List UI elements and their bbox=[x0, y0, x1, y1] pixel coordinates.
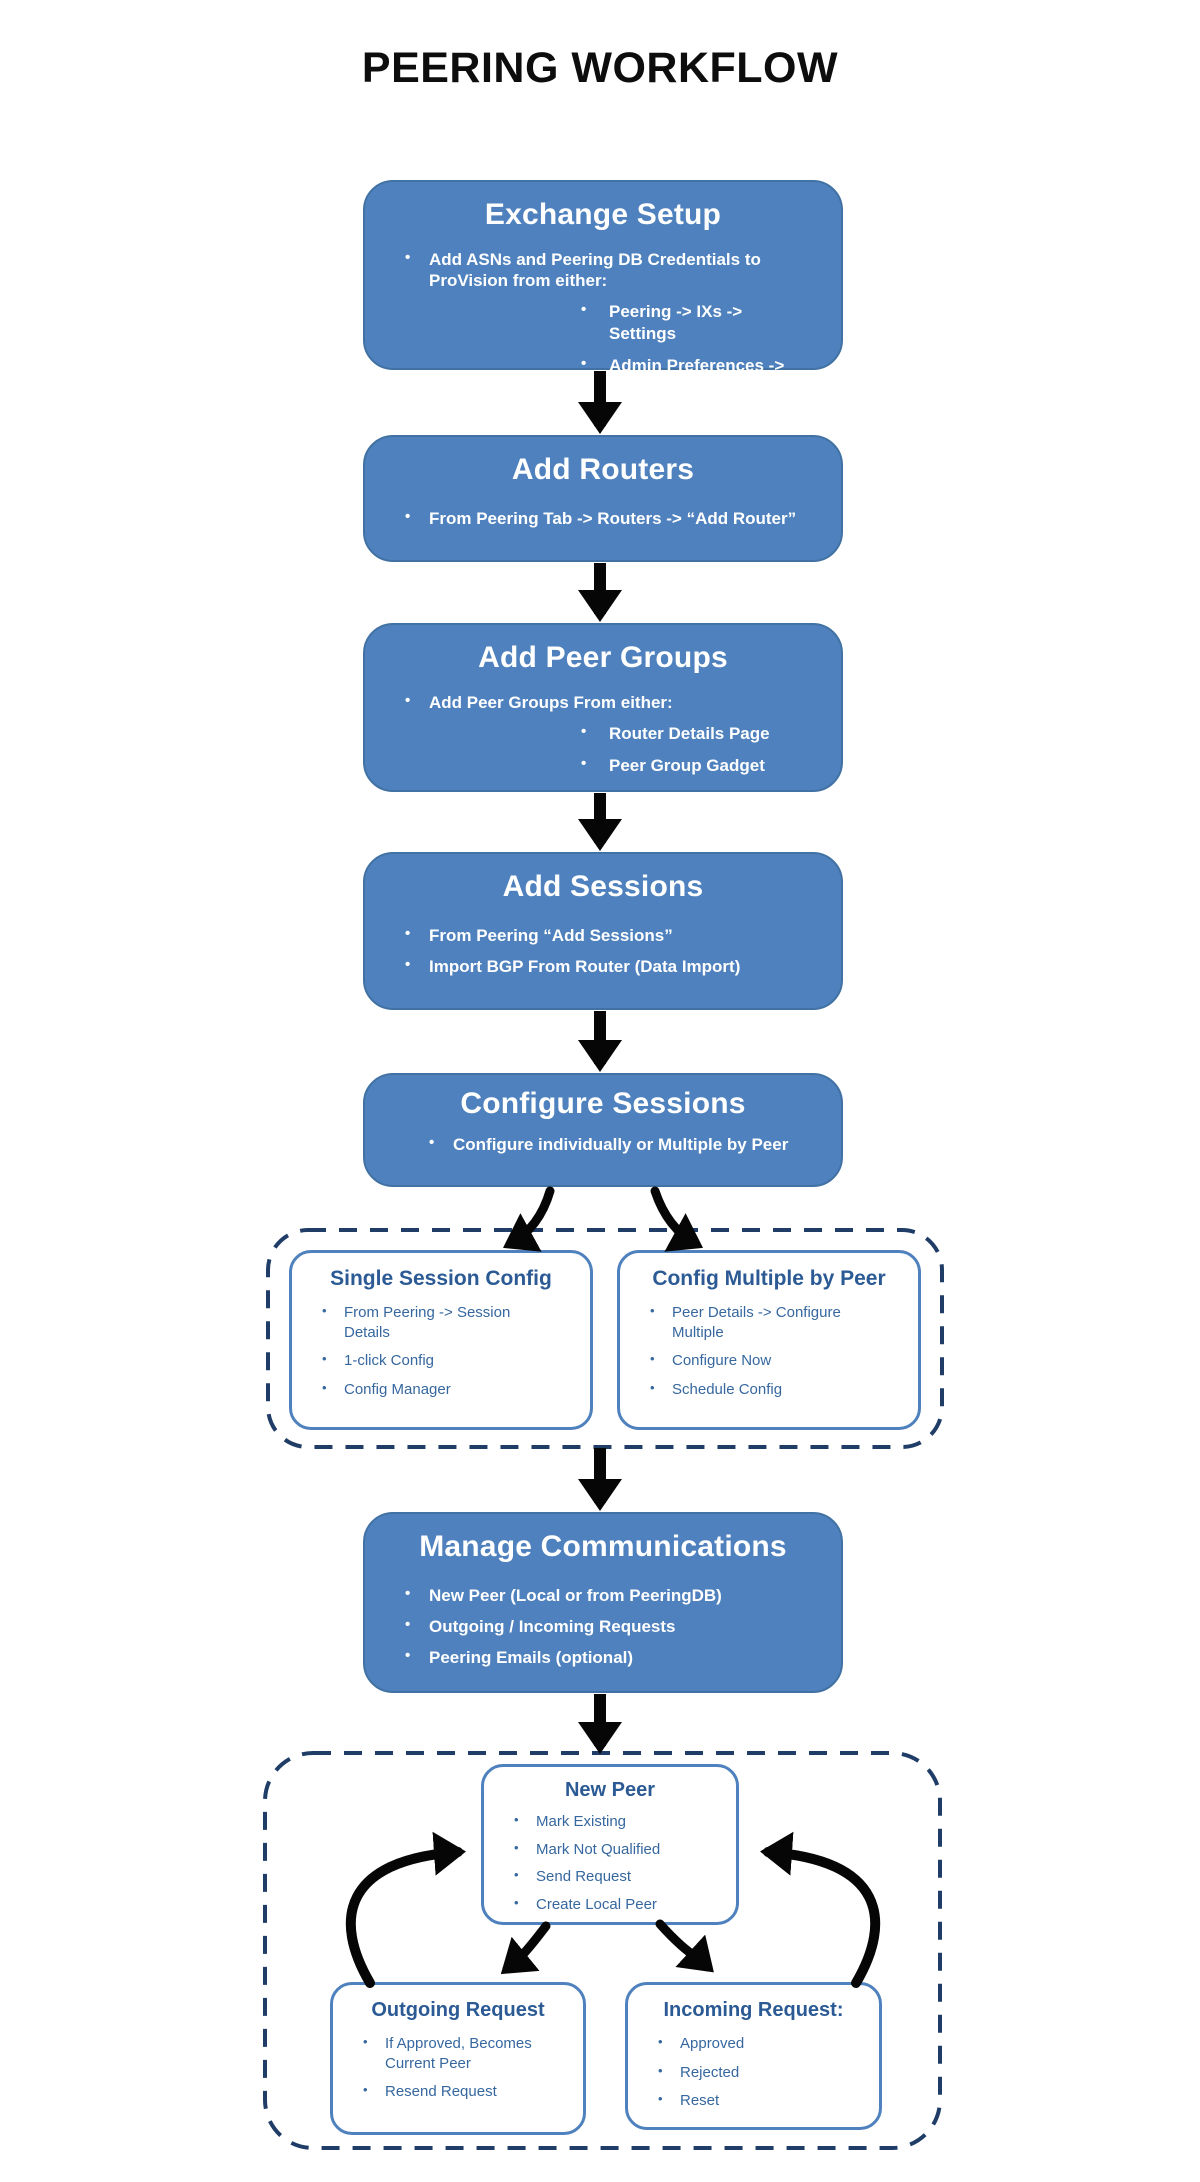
bullet-item: Outgoing / Incoming Requests bbox=[403, 1616, 813, 1637]
bullet-list: Mark Existing Mark Not Qualified Send Re… bbox=[484, 1812, 736, 1914]
flow-box-add-peer-groups: Add Peer Groups Add Peer Groups From eit… bbox=[363, 623, 843, 792]
box-title: Outgoing Request bbox=[371, 1999, 545, 2021]
sub-box-outgoing-request: Outgoing Request If Approved, Becomes Cu… bbox=[330, 1982, 586, 2135]
bullet-item: Configure Now bbox=[650, 1351, 906, 1371]
sub-bullet-item: Peering -> IXs -> Settings bbox=[579, 301, 813, 344]
arrow-new-peer-to-incoming-request bbox=[655, 1919, 714, 1973]
bullet-item: New Peer (Local or from PeeringDB) bbox=[403, 1585, 813, 1606]
bullet-list: Approved Rejected Reset bbox=[628, 2034, 879, 2111]
box-title: Incoming Request: bbox=[663, 1999, 844, 2021]
sub-box-config-multiple-by-peer: Config Multiple by Peer Peer Details -> … bbox=[617, 1250, 921, 1430]
bullet-item: If Approved, Becomes Current Peer bbox=[363, 2034, 571, 2073]
bullet-list: Add ASNs and Peering DB Credentials to P… bbox=[365, 249, 841, 398]
bullet-item: From Peering -> Session Details bbox=[322, 1303, 540, 1342]
bullet-list: Peer Details -> Configure Multiple Confi… bbox=[620, 1303, 918, 1399]
bullet-item: Configure individually or Multiple by Pe… bbox=[427, 1134, 813, 1155]
flow-box-manage-communications: Manage Communications New Peer (Local or… bbox=[363, 1512, 843, 1693]
bullet-item: Add ASNs and Peering DB Credentials to P… bbox=[429, 249, 761, 290]
bullet-list: From Peering “Add Sessions” Import BGP F… bbox=[365, 925, 841, 978]
flow-box-exchange-setup: Exchange Setup Add ASNs and Peering DB C… bbox=[363, 180, 843, 396]
bullet-item: From Peering Tab -> Routers -> “Add Rout… bbox=[403, 508, 813, 529]
box-title: Add Routers bbox=[511, 453, 695, 486]
sub-bullet-list: Peering -> IXs -> Settings Admin Prefere… bbox=[579, 301, 813, 397]
bullet-item: Schedule Config bbox=[650, 1380, 906, 1400]
box-title: Manage Communications bbox=[419, 1530, 787, 1563]
bullet-list: Configure individually or Multiple by Pe… bbox=[365, 1134, 841, 1155]
box-title: Exchange Setup bbox=[484, 198, 722, 231]
box-title: Config Multiple by Peer bbox=[652, 1267, 886, 1290]
arrow-new-peer-to-outgoing-request bbox=[500, 1921, 551, 1975]
bullet-item: Create Local Peer bbox=[514, 1895, 724, 1915]
sub-bullet-item: Peer Group Gadget bbox=[579, 755, 813, 776]
arrow-outgoing-request-to-new-peer bbox=[345, 1831, 466, 1988]
sub-box-incoming-request: Incoming Request: Approved Rejected Rese… bbox=[625, 1982, 882, 2130]
flow-box-configure-sessions: Configure Sessions Configure individuall… bbox=[363, 1073, 843, 1187]
bullet-item: Rejected bbox=[658, 2063, 867, 2083]
bullet-item: Mark Not Qualified bbox=[514, 1840, 724, 1860]
arrow-configure-sessions-to-single-session-config bbox=[502, 1186, 555, 1252]
sub-box-new-peer: New Peer Mark Existing Mark Not Qualifie… bbox=[481, 1764, 739, 1925]
bullet-list: If Approved, Becomes Current Peer Resend… bbox=[333, 2034, 583, 2102]
bullet-list: From Peering Tab -> Routers -> “Add Rout… bbox=[365, 508, 841, 529]
bullet-item: From Peering “Add Sessions” bbox=[403, 925, 813, 946]
sub-box-single-session-config: Single Session Config From Peering -> Se… bbox=[289, 1250, 593, 1430]
box-title: Add Sessions bbox=[502, 870, 704, 903]
flow-box-add-sessions: Add Sessions From Peering “Add Sessions”… bbox=[363, 852, 843, 1010]
bullet-item: Add Peer Groups From either: bbox=[429, 692, 673, 712]
bullet-item: Import BGP From Router (Data Import) bbox=[403, 956, 813, 977]
bullet-item: Send Request bbox=[514, 1867, 724, 1887]
bullet-item: Config Manager bbox=[322, 1380, 578, 1400]
sub-bullet-list: Router Details Page Peer Group Gadget bbox=[579, 723, 813, 777]
bullet-list: New Peer (Local or from PeeringDB) Outgo… bbox=[365, 1585, 841, 1669]
bullet-item: Resend Request bbox=[363, 2082, 571, 2102]
flow-box-add-routers: Add Routers From Peering Tab -> Routers … bbox=[363, 435, 843, 562]
box-title: New Peer bbox=[564, 1779, 656, 1801]
bullet-item: 1-click Config bbox=[322, 1351, 578, 1371]
box-title: Configure Sessions bbox=[460, 1087, 746, 1120]
sub-bullet-item: Admin Preferences -> Peering bbox=[579, 355, 813, 398]
sub-bullet-item: Router Details Page bbox=[579, 723, 813, 744]
bullet-item: Reset bbox=[658, 2091, 867, 2111]
page-title: PEERING WORKFLOW bbox=[361, 44, 839, 92]
bullet-item: Peer Details -> Configure Multiple bbox=[650, 1303, 868, 1342]
bullet-list: From Peering -> Session Details 1-click … bbox=[292, 1303, 590, 1399]
bullet-item: Approved bbox=[658, 2034, 867, 2054]
arrow-configure-sessions-to-config-multiple bbox=[650, 1186, 704, 1252]
bullet-item: Mark Existing bbox=[514, 1812, 724, 1832]
bullet-list: Add Peer Groups From either: Router Deta… bbox=[365, 692, 841, 777]
bullet-item: Peering Emails (optional) bbox=[403, 1647, 813, 1668]
box-title: Single Session Config bbox=[330, 1267, 552, 1290]
box-title: Add Peer Groups bbox=[478, 641, 728, 674]
arrow-incoming-request-to-new-peer bbox=[760, 1831, 881, 1988]
